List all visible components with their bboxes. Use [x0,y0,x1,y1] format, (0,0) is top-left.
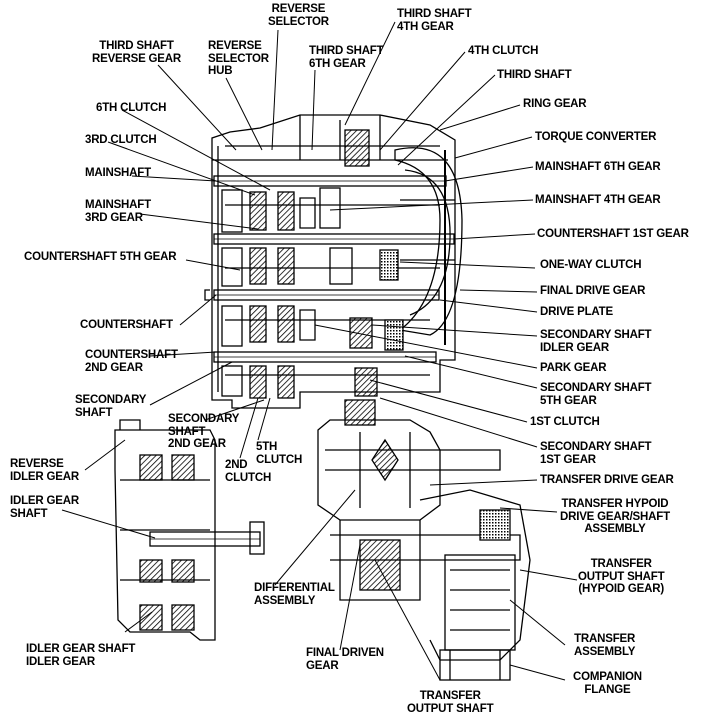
label-3rd-clutch: 3RD CLUTCH [85,134,157,146]
leader-lines [61,21,578,681]
label-countershaft-5th-gear: COUNTERSHAFT 5TH GEAR [24,251,177,263]
label-transfer-drive-gear: TRANSFER DRIVE GEAR [540,474,674,486]
label-torque-converter: TORQUE CONVERTER [535,131,657,143]
transmission-case-drawing [204,114,463,409]
label-park-gear: PARK GEAR [540,362,607,374]
idler-shaft-drawing [114,419,265,641]
label-mainshaft-6th-gear: MAINSHAFT 6TH GEAR [535,161,661,173]
label-countershaft: COUNTERSHAFT [80,319,173,331]
label-mainshaft-4th-gear: MAINSHAFT 4TH GEAR [535,194,661,206]
label-4th-clutch: 4TH CLUTCH [468,45,539,57]
label-ring-gear: RING GEAR [523,98,587,110]
label-drive-plate: DRIVE PLATE [540,306,613,318]
label-6th-clutch: 6TH CLUTCH [96,102,167,114]
label-mainshaft: MAINSHAFT [85,167,151,179]
label-countershaft-1st-gear: COUNTERSHAFT 1ST GEAR [537,228,689,240]
label-third-shaft: THIRD SHAFT [497,69,572,81]
label-one-way-clutch: ONE-WAY CLUTCH [540,259,642,271]
label-final-drive-gear: FINAL DRIVE GEAR [540,285,646,297]
label-1st-clutch: 1ST CLUTCH [530,416,600,428]
differential-transfer-drawing [317,399,531,681]
